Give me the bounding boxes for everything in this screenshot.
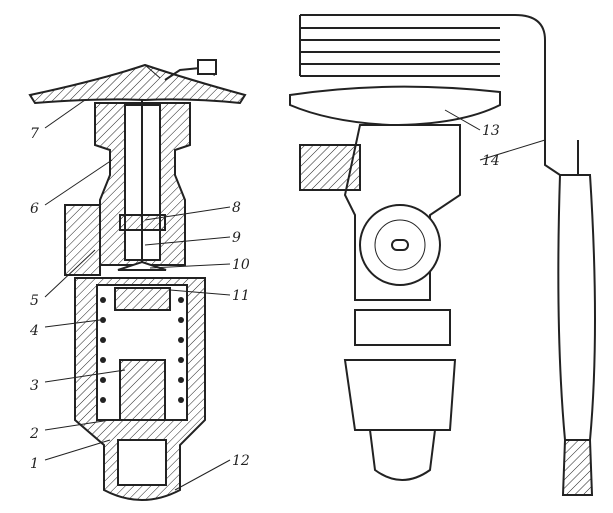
label-13: 13 — [482, 123, 500, 139]
label-5: 5 — [30, 293, 39, 309]
port-slot — [391, 239, 409, 251]
bulb-end — [561, 439, 594, 496]
connector — [197, 59, 217, 75]
label-7: 7 — [30, 126, 39, 142]
diaphragm-head — [28, 63, 247, 105]
side-fitting — [299, 144, 361, 191]
spindle-guide — [119, 214, 166, 231]
external-view — [289, 14, 596, 496]
label-1: 1 — [30, 456, 39, 472]
label-2: 2 — [29, 426, 39, 442]
spring — [100, 297, 184, 403]
nut — [354, 309, 451, 346]
valve-cone — [114, 287, 171, 311]
label-3: 3 — [30, 378, 39, 394]
sensing-bulb — [557, 174, 596, 441]
adjusting-screw — [119, 359, 166, 421]
diaphragm-housing — [289, 85, 501, 127]
label-10: 10 — [232, 257, 250, 273]
capillary-coil — [299, 14, 546, 120]
label-6: 6 — [30, 201, 39, 217]
inlet-port — [64, 204, 101, 276]
label-8: 8 — [232, 200, 241, 216]
label-11: 11 — [232, 288, 250, 304]
port-inner — [374, 219, 426, 271]
label-9: 9 — [232, 230, 241, 246]
cap-tip — [368, 429, 437, 481]
cap — [117, 439, 167, 486]
cap-external — [343, 359, 457, 431]
leader-lines — [44, 99, 546, 491]
label-14: 14 — [482, 153, 500, 169]
label-4: 4 — [29, 323, 39, 339]
sectional-view — [28, 59, 247, 501]
label-12: 12 — [232, 453, 250, 469]
